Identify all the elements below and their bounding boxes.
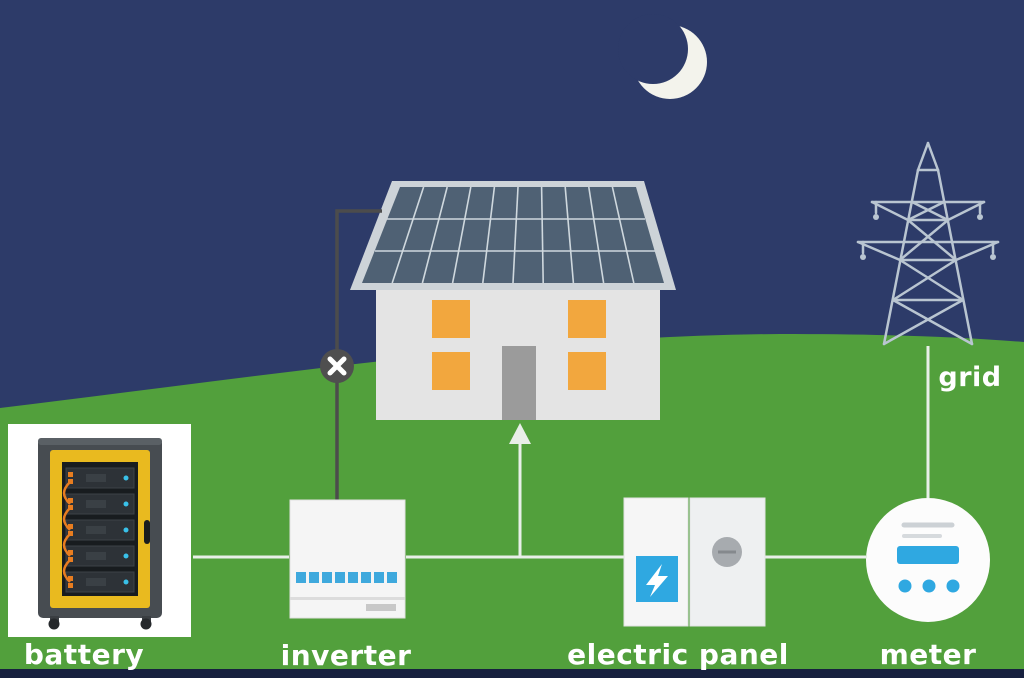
inverter-nameplate — [366, 604, 396, 611]
solar-to-inverter-wire — [335, 209, 382, 502]
transmission-tower — [856, 141, 1000, 346]
x-blocked-badge-icon — [320, 349, 354, 383]
bottom-letterbox — [0, 669, 1024, 678]
meter-device — [866, 498, 990, 622]
battery-modules — [65, 467, 135, 593]
battery-door-handle — [144, 520, 150, 544]
battery-cables — [62, 481, 71, 583]
energy-wires — [193, 346, 930, 559]
house-window — [432, 352, 470, 390]
house-window — [432, 300, 470, 338]
inverter-device — [289, 499, 406, 619]
inverter-seam — [290, 597, 405, 600]
battery-casters — [48, 616, 152, 630]
battery-label: battery — [23, 638, 145, 671]
house-window — [568, 352, 606, 390]
grass-hill — [0, 334, 1024, 678]
house-door — [502, 346, 536, 420]
battery-cabinet-art — [38, 438, 162, 630]
house — [376, 290, 660, 420]
solar-panel-array — [362, 187, 664, 283]
electric-panel-device — [623, 497, 766, 627]
lightning-bolt-icon — [646, 564, 668, 597]
solar-grid-lines — [375, 186, 655, 284]
up-arrow-icon — [509, 423, 531, 444]
house-window — [568, 300, 606, 338]
inverter-label: inverter — [280, 639, 412, 672]
solar-panel-roof — [350, 181, 676, 290]
crescent-moon-icon — [618, 14, 707, 99]
meter-display — [897, 546, 959, 564]
battery-photo — [8, 424, 191, 637]
grid-label: grid — [938, 362, 1002, 393]
inverter-led-strip — [296, 572, 397, 583]
meter-label: meter — [879, 638, 977, 671]
electric-panel-label: electric panel — [567, 638, 789, 671]
